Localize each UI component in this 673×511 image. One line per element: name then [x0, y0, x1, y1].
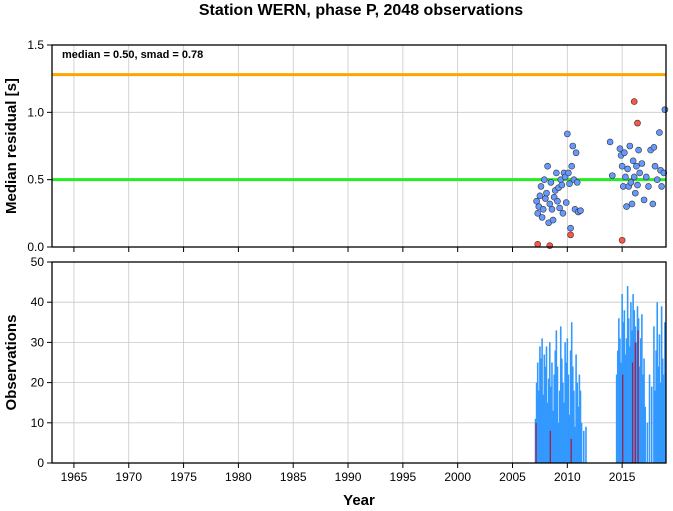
residual-point [628, 200, 636, 208]
residual-point [649, 200, 657, 208]
residual-point [660, 169, 668, 177]
residual-point [565, 169, 572, 177]
residual-point [539, 205, 547, 213]
residual-point [547, 179, 555, 186]
residual-point [618, 162, 626, 170]
residual-point [627, 179, 635, 186]
residual-point [621, 149, 628, 157]
year-xtick-label: 2015 [609, 470, 636, 484]
residual-point [661, 106, 669, 113]
year-xtick-label: 1985 [280, 470, 307, 484]
residual-point [642, 173, 650, 181]
residual-point [638, 160, 646, 167]
residual-point [537, 183, 545, 190]
residual-point [623, 203, 630, 210]
residual-point [554, 197, 561, 205]
observations-bars [534, 286, 666, 463]
year-x-ticks: 1965 1970 1975 1980 1985 1990 1995 2000 2005 2010… [61, 463, 636, 484]
residual-point [640, 196, 648, 204]
residual-frame [51, 44, 667, 248]
residual-point [548, 205, 556, 213]
residual-point [633, 162, 640, 170]
residual-ytick-label: 1.5 [27, 38, 44, 52]
residual-point [616, 145, 624, 152]
residual-ytick-label: 0.0 [27, 240, 44, 254]
median-smad-annotation: median = 0.50, smad = 0.78 [62, 49, 203, 61]
residual-point [653, 176, 661, 183]
residual-point [577, 207, 584, 214]
observations-y-axis-label: Observations [3, 315, 20, 411]
observations-ytick-label: 40 [31, 295, 45, 309]
residual-point [651, 162, 659, 170]
residual-point [624, 165, 631, 173]
residual-point [556, 204, 563, 212]
residual-point [658, 183, 665, 190]
residual-point [635, 146, 642, 154]
observations-ytick-label: 50 [31, 255, 45, 269]
residual-points [533, 98, 669, 249]
chart-title: Station WERN, phase P, 2048 observations [199, 2, 523, 19]
residual-point [631, 189, 639, 197]
residual-ytick-label: 1.0 [27, 105, 44, 119]
residual-point [656, 129, 663, 136]
residual-outlier-point [634, 119, 641, 127]
residual-point [572, 149, 580, 157]
residual-point [619, 183, 627, 190]
year-xtick-label: 1995 [390, 470, 417, 484]
residual-outlier-point [618, 236, 626, 244]
residual-y-ticks: 0.0 0.5 1.0 1.5 [27, 38, 623, 254]
residual-point [650, 144, 658, 151]
year-xtick-label: 1990 [335, 470, 362, 484]
residual-point [543, 189, 550, 197]
year-xtick-label: 1965 [61, 470, 88, 484]
residual-point [645, 183, 652, 190]
year-xtick-label: 1980 [225, 470, 252, 484]
residual-point [538, 214, 546, 221]
residual-point [634, 181, 641, 189]
year-xtick-label: 2005 [499, 470, 526, 484]
residual-point [558, 181, 566, 189]
residual-point [606, 138, 614, 146]
residual-point [629, 157, 637, 165]
residual-point [540, 176, 548, 183]
residual-ytick-label: 0.5 [27, 173, 44, 187]
residual-point [544, 162, 551, 170]
residual-point [553, 169, 560, 177]
residual-point [542, 195, 549, 202]
residual-point [630, 173, 638, 181]
observations-ytick-label: 30 [31, 335, 45, 349]
year-xtick-label: 1970 [115, 470, 142, 484]
residual-point [559, 210, 567, 217]
observations-frame [51, 261, 667, 464]
year-xtick-label: 1975 [170, 470, 197, 484]
residual-panel: 0.00.51.01.5 median = 0.50, smad = 0.78 … [3, 38, 669, 254]
year-xtick-label: 2000 [444, 470, 471, 484]
residual-point [622, 173, 629, 181]
observations-ytick-label: 0 [37, 456, 44, 470]
residual-outlier-point [630, 98, 638, 105]
residual-point [534, 210, 542, 217]
residual-point [564, 130, 571, 138]
residual-y-axis-label: Median residual [s] [3, 78, 20, 214]
residual-point [536, 192, 544, 200]
observations-y-ticks: 0 10 20 30 40 50 [31, 255, 52, 470]
residual-point [566, 180, 573, 188]
observations-ytick-label: 20 [31, 376, 45, 390]
residual-point [573, 179, 581, 186]
residual-point [568, 162, 576, 170]
year-x-axis-label: Year [343, 492, 375, 509]
observations-panel: 0 10 20 30 40 50 1965 1970 1975 1980 1985 1990 1995… [3, 255, 667, 509]
residual-point [569, 142, 577, 150]
year-xtick-label: 2010 [554, 470, 581, 484]
observations-ytick-label: 10 [31, 416, 45, 430]
residual-point [549, 216, 557, 224]
residual-point [636, 169, 643, 177]
residual-point [562, 199, 570, 206]
residual-point [567, 224, 574, 232]
residual-point [608, 172, 616, 179]
residual-outlier-point [567, 231, 574, 239]
residual-point [626, 142, 634, 150]
residual-outlier-point [546, 242, 554, 249]
